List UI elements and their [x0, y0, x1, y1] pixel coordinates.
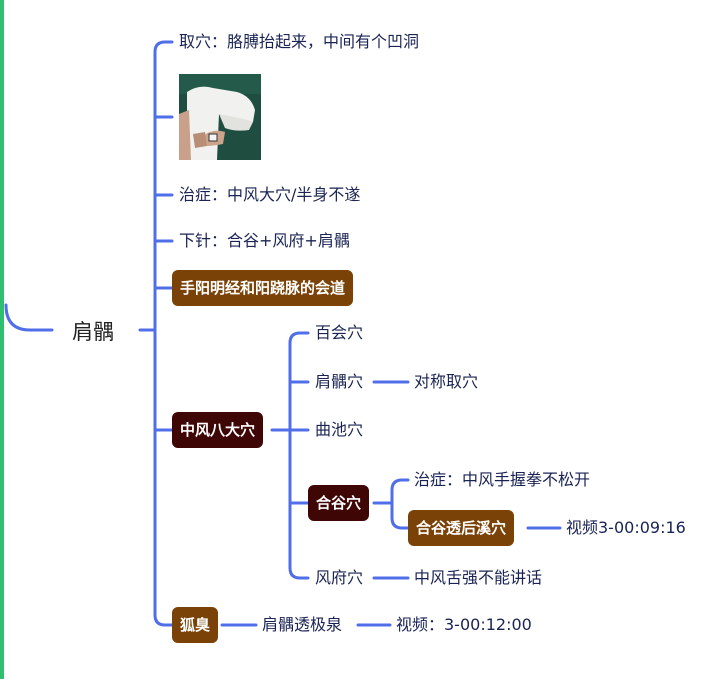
node-odor-video[interactable]: 视频：3-00:12:00: [396, 615, 532, 635]
node-jianyu[interactable]: 肩髃穴: [315, 372, 363, 392]
node-needling[interactable]: 下针：合谷+风府+肩髃: [179, 231, 350, 251]
node-fengfu[interactable]: 风府穴: [315, 568, 363, 588]
shoulder-photo: [179, 74, 261, 160]
edge-main-spine: [155, 42, 172, 625]
node-body-odor[interactable]: 狐臭: [172, 607, 218, 643]
node-quchi[interactable]: 曲池穴: [315, 420, 363, 440]
node-fengfu-note[interactable]: 中风舌强不能讲话: [414, 568, 542, 588]
node-acupoint[interactable]: 取穴：胳膊抬起来，中间有个凹洞: [179, 32, 419, 52]
edge-stroke-spine: [272, 333, 308, 578]
node-hegu-video[interactable]: 视频3-00:09:16: [566, 518, 686, 538]
node-hegu-treats[interactable]: 治症：中风手握拳不松开: [414, 470, 590, 490]
node-meridian[interactable]: 手阳明经和阳跷脉的会道: [172, 270, 353, 306]
node-treats[interactable]: 治症：中风大穴/半身不遂: [179, 185, 360, 205]
node-stroke-points[interactable]: 中风八大穴: [172, 412, 263, 448]
root-node[interactable]: 肩髃: [72, 319, 114, 345]
node-baihui[interactable]: 百会穴: [315, 323, 363, 343]
node-hegu[interactable]: 合谷穴: [308, 485, 369, 521]
node-hegu-through[interactable]: 合谷透后溪穴: [408, 510, 514, 546]
edge-incoming: [6, 305, 52, 330]
node-jianyu-note[interactable]: 对称取穴: [414, 372, 478, 392]
edge-hegu-spine: [374, 480, 408, 528]
node-odor-method[interactable]: 肩髃透极泉: [262, 615, 342, 635]
